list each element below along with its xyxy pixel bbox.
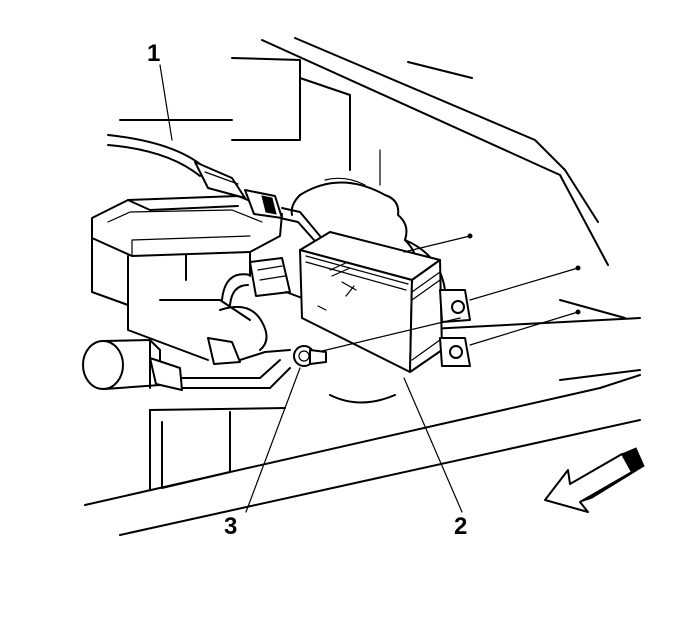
front-arrow-icon [544,447,645,513]
leader-lines [159,64,463,513]
callout-label-module: 2 [454,513,468,540]
nut-fastener [293,345,327,367]
callout-label-fastener: 3 [224,513,238,540]
cruise-control-cable [107,134,321,241]
harness-connector [221,257,303,306]
cruise-control-module [299,231,471,373]
master-cylinder [82,195,291,391]
mounting-studs [317,233,581,353]
body-panels [84,37,641,536]
callout-label-cable: 1 [147,40,161,67]
